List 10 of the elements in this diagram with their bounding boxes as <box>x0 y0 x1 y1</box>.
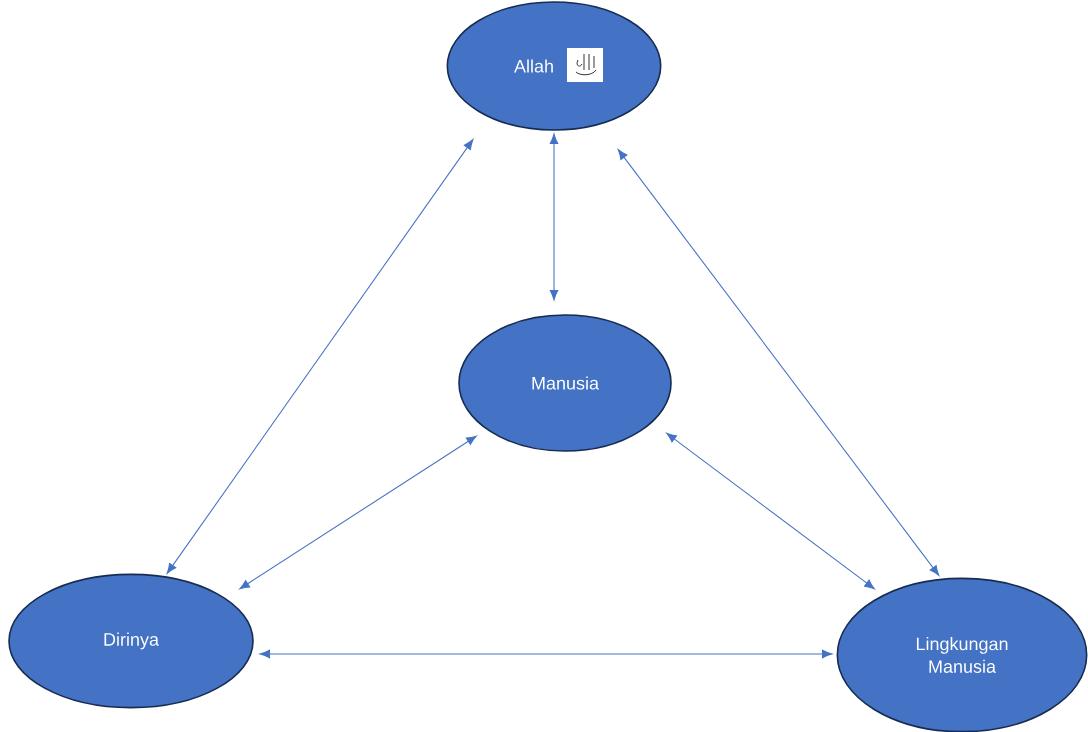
arrow <box>666 432 875 590</box>
arrow <box>166 139 474 574</box>
arrow <box>617 149 940 576</box>
arrow <box>239 435 477 590</box>
arrow <box>549 133 559 301</box>
ellipse-node: Dirinya <box>8 573 254 709</box>
ellipse-node: Manusia <box>458 314 672 452</box>
ellipse-node: Allah <box>446 1 662 131</box>
ellipse-node: Lingkungan Manusia <box>836 577 1088 732</box>
arrow <box>259 649 833 659</box>
